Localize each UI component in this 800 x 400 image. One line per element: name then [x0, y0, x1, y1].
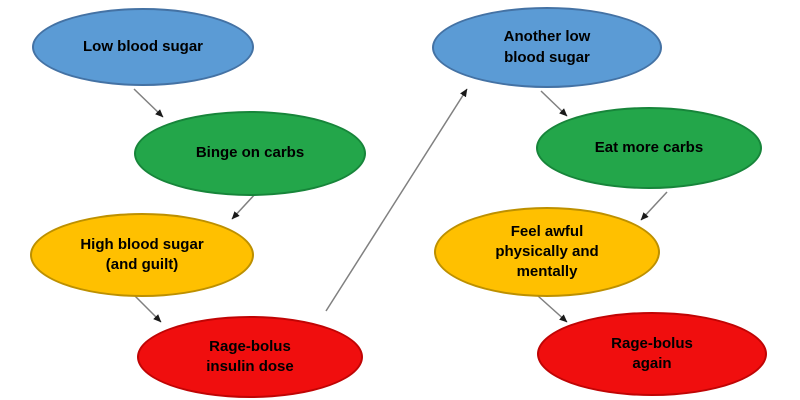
node-high-blood-sugar: High blood sugar (and guilt): [30, 213, 254, 297]
node-binge-on-carbs: Binge on carbs: [134, 111, 366, 196]
node-feel-awful-label: Feel awful physically and mentally: [495, 222, 599, 281]
node-rage-bolus-again-label: Rage-bolus again: [611, 334, 693, 372]
node-low-blood-sugar: Low blood sugar: [32, 8, 254, 86]
node-another-low-blood-sugar: Another low blood sugar: [432, 7, 662, 88]
node-high-blood-sugar-label: High blood sugar (and guilt): [80, 235, 204, 273]
arrow-low-to-binge: [133, 88, 164, 118]
arrow-eatmore-to-feelawful: [640, 191, 668, 221]
node-binge-on-carbs-label: Binge on carbs: [195, 144, 305, 162]
arrow-feelawful-to-rageagain: [537, 295, 568, 323]
node-eat-more-carbs-label: Eat more carbs: [594, 138, 704, 156]
arrow-high-to-ragebolus: [132, 293, 162, 323]
node-rage-bolus-insulin-dose-label: Rage-bolus insulin dose: [206, 337, 294, 375]
arrow-anotherlow-to-eatmore: [540, 90, 568, 117]
node-another-low-blood-sugar-label: Another low blood sugar: [503, 28, 591, 66]
arrow-ragebolus-to-anotherlow: [325, 88, 468, 312]
node-rage-bolus-again: Rage-bolus again: [537, 312, 767, 396]
node-feel-awful: Feel awful physically and mentally: [434, 207, 660, 297]
node-rage-bolus-insulin-dose: Rage-bolus insulin dose: [137, 316, 363, 398]
arrow-binge-to-high: [231, 191, 258, 220]
node-low-blood-sugar-label: Low blood sugar: [83, 37, 203, 55]
node-eat-more-carbs: Eat more carbs: [536, 107, 762, 189]
